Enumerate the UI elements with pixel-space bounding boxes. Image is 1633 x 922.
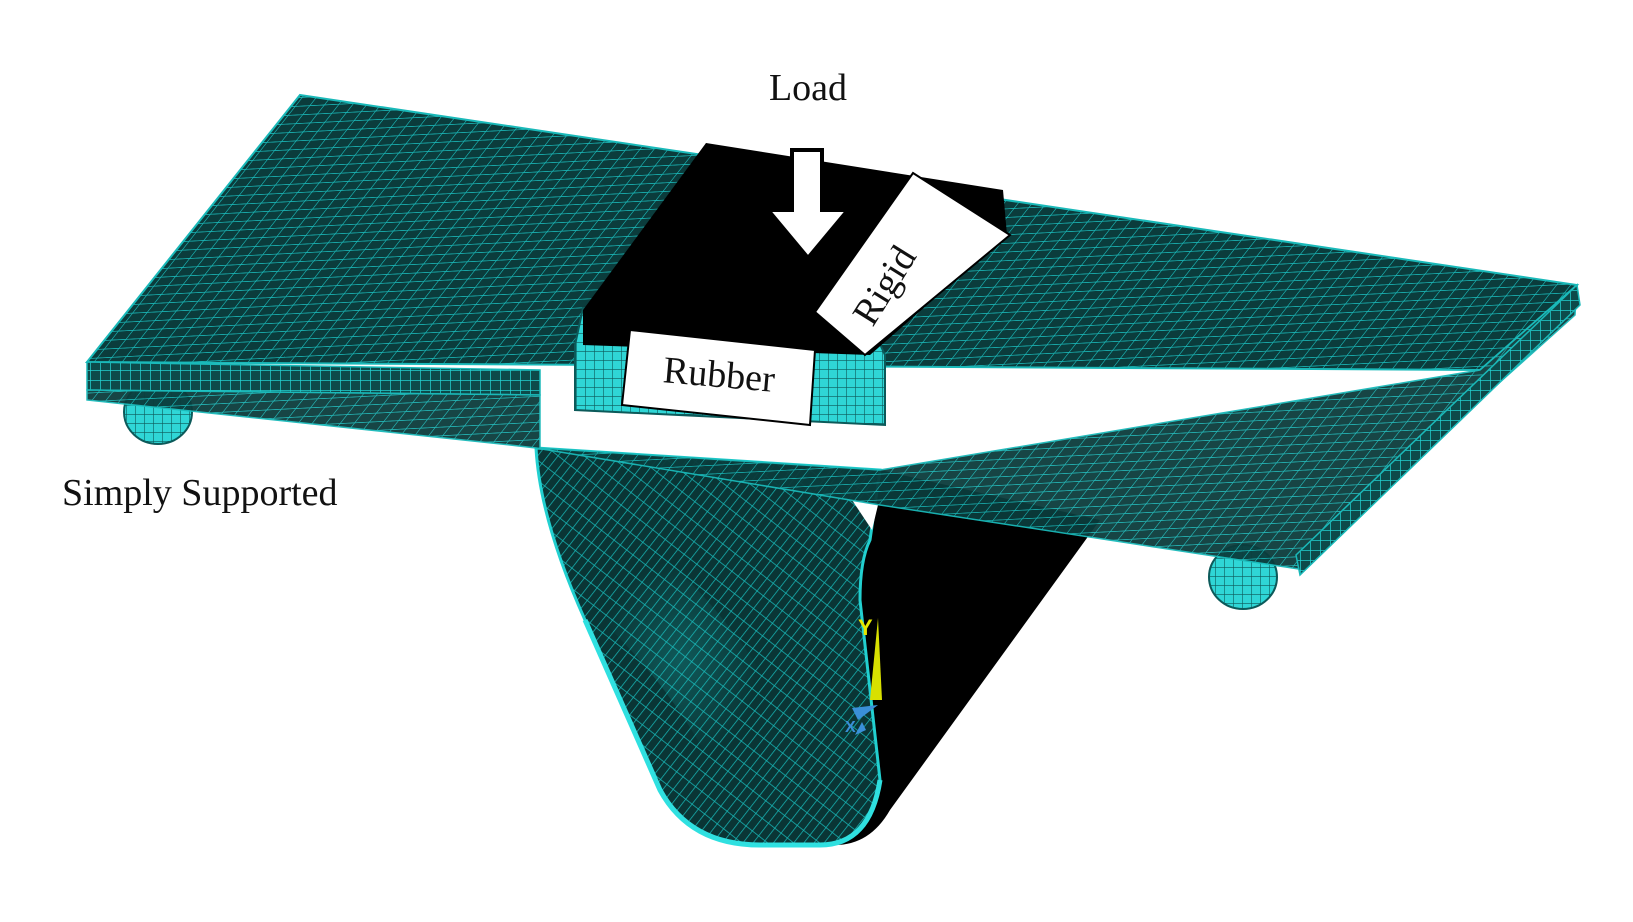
load-label: Load — [769, 67, 847, 109]
rubber-tag: Rubber — [620, 328, 817, 427]
coordinate-triad: Y X — [845, 615, 882, 736]
rubber-label: Rubber — [661, 349, 776, 401]
triad-y-label: Y — [858, 615, 873, 640]
load-arrow — [763, 148, 853, 262]
triad-x-label: X — [845, 719, 856, 736]
rigid-tag: Rigid — [813, 171, 1012, 357]
support-label: Simply Supported — [62, 472, 338, 514]
hat-section-web — [534, 446, 1100, 848]
